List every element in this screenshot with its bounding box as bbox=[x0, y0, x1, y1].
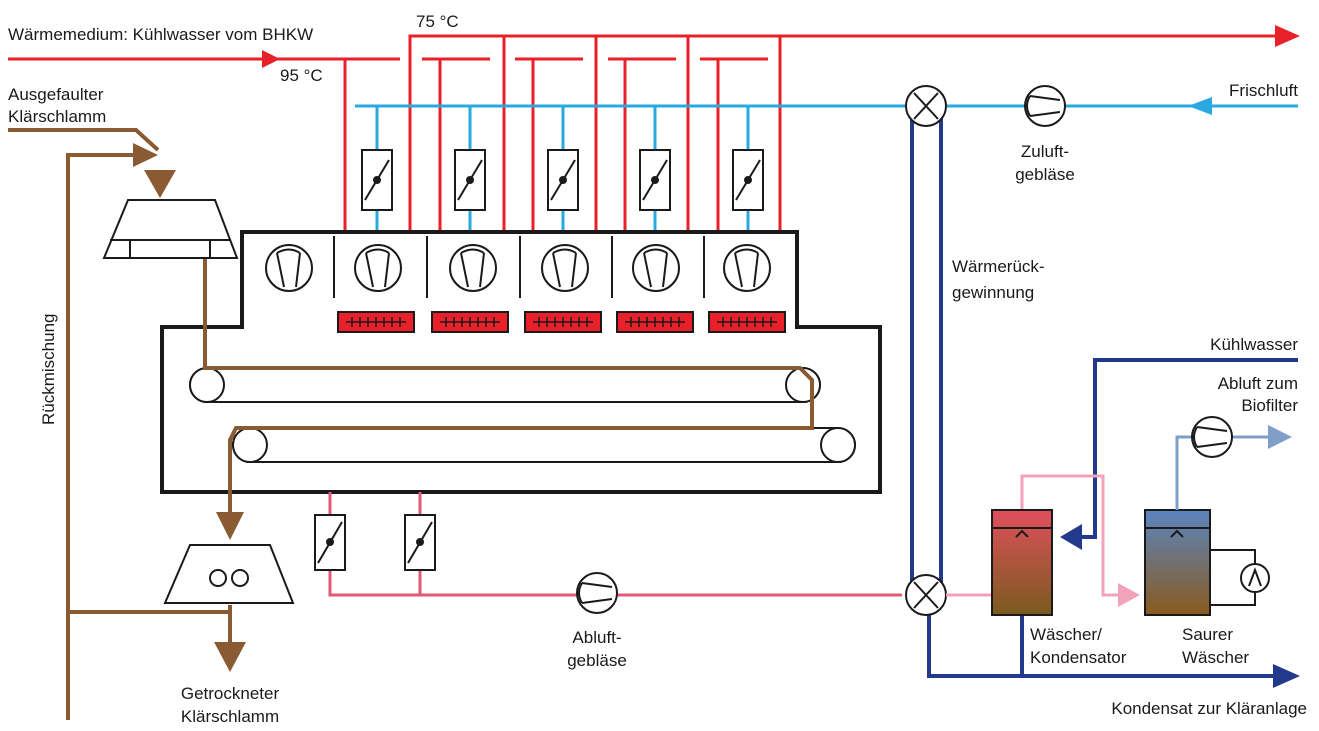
supply-fan bbox=[1024, 85, 1066, 127]
housing-dividers bbox=[333, 236, 705, 298]
sludge-path bbox=[8, 128, 814, 720]
acid-scrubber bbox=[1144, 509, 1270, 616]
label-sludge-in-1: Ausgefaulter bbox=[8, 85, 104, 104]
heater-registers bbox=[337, 311, 786, 333]
heat-recovery-loop bbox=[910, 106, 1298, 678]
label-supply-fan-1: Zuluft- bbox=[1021, 142, 1069, 161]
label-scrubber-2: Kondensator bbox=[1030, 648, 1127, 667]
label-exhaust-biofilter-2: Biofilter bbox=[1241, 396, 1298, 415]
label-acid-scrubber-1: Saurer bbox=[1182, 625, 1233, 644]
biofilter-exhaust-path bbox=[1175, 435, 1272, 510]
label-dried-sludge-1: Getrockneter bbox=[181, 684, 280, 703]
label-condensate: Kondensat zur Kläranlage bbox=[1111, 699, 1307, 718]
exhaust-air-path bbox=[328, 492, 902, 597]
label-temp-95: 95 °C bbox=[280, 66, 323, 85]
cooling-water-arrow bbox=[1060, 524, 1082, 550]
conveyor-belts bbox=[189, 367, 856, 463]
cooled-exhaust-path bbox=[946, 474, 1120, 597]
label-fresh-air: Frischluft bbox=[1229, 81, 1298, 100]
biofilter-arrow bbox=[1268, 425, 1292, 449]
hot-water-in-arrow bbox=[262, 50, 280, 68]
sludge-inlet-arrow bbox=[144, 170, 176, 198]
supply-air-network bbox=[355, 104, 1298, 232]
label-supply-fan-2: gebläse bbox=[1015, 165, 1075, 184]
label-heat-recovery-2: gewinnung bbox=[952, 283, 1034, 302]
label-heat-medium: Wärmemedium: Kühlwasser vom BHKW bbox=[8, 25, 313, 44]
label-cooling-water: Kühlwasser bbox=[1210, 335, 1298, 354]
to-acid-scrubber-arrow bbox=[1118, 583, 1140, 607]
label-exhaust-biofilter-1: Abluft zum bbox=[1218, 374, 1298, 393]
heat-exchanger-top bbox=[905, 85, 947, 127]
supply-dampers bbox=[361, 149, 764, 211]
label-heat-recovery-1: Wärmerück- bbox=[952, 257, 1045, 276]
discharge-hopper bbox=[163, 544, 295, 604]
biofilter-fan bbox=[1191, 416, 1233, 458]
label-exhaust-fan-1: Abluft- bbox=[572, 628, 621, 647]
exhaust-fan bbox=[576, 572, 618, 614]
label-dried-sludge-2: Klärschlamm bbox=[181, 707, 279, 726]
condensate-arrow bbox=[1273, 664, 1300, 688]
to-discharge-arrow bbox=[216, 512, 244, 540]
label-scrubber-1: Wäscher/ bbox=[1030, 625, 1102, 644]
circulation-fans bbox=[265, 244, 771, 292]
remix-arrow bbox=[133, 143, 158, 167]
dried-sludge-arrow bbox=[214, 642, 246, 672]
label-sludge-in-2: Klärschlamm bbox=[8, 107, 106, 126]
label-exhaust-fan-2: gebläse bbox=[567, 651, 627, 670]
feed-hopper bbox=[102, 199, 239, 259]
label-acid-scrubber-2: Wäscher bbox=[1182, 648, 1249, 667]
scrubber-condenser bbox=[991, 509, 1053, 616]
exhaust-dampers bbox=[314, 514, 436, 571]
heat-exchanger-bottom bbox=[905, 574, 947, 616]
hot-water-out-arrow bbox=[1275, 25, 1300, 47]
label-temp-75: 75 °C bbox=[416, 12, 459, 31]
fresh-air-arrow bbox=[1188, 97, 1212, 115]
label-remixing: Rückmischung bbox=[39, 314, 58, 426]
